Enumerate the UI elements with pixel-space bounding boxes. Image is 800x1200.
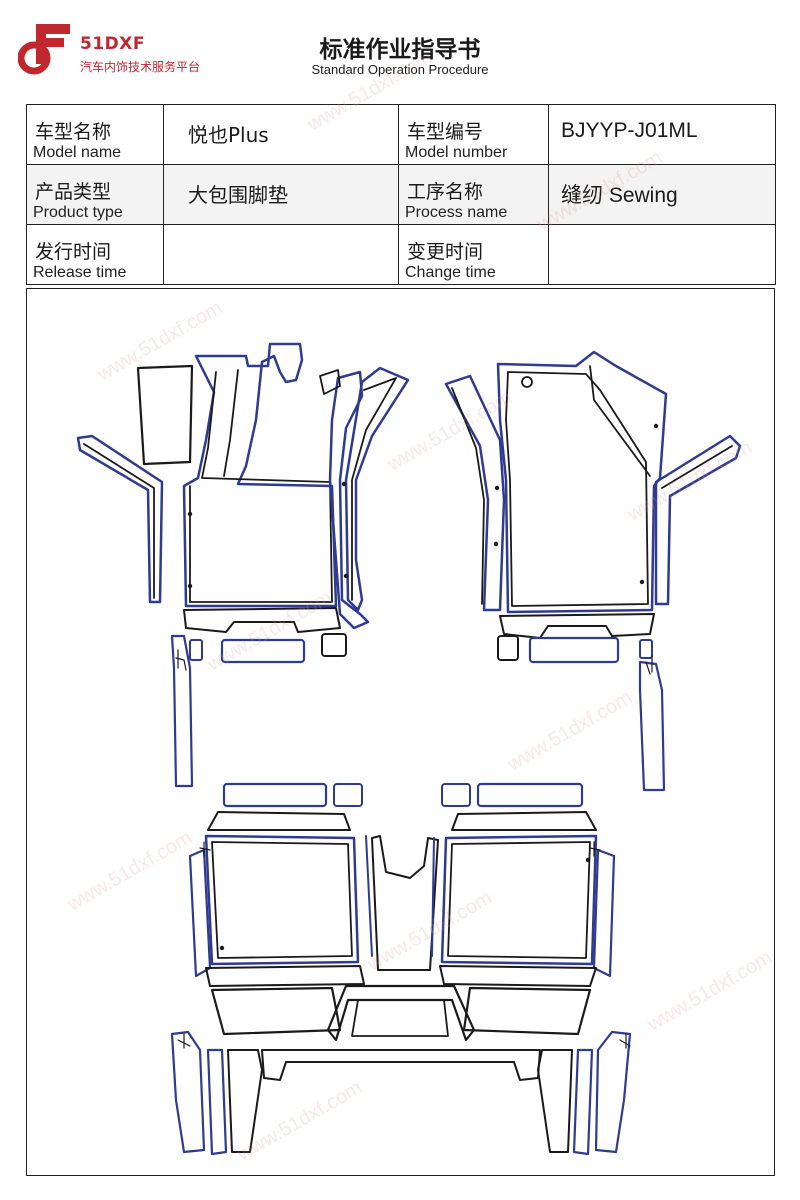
front-right-side-strip bbox=[654, 434, 742, 606]
product-type-value-cell: 大包围脚垫 bbox=[163, 164, 399, 225]
brand-name: 51DXF bbox=[80, 34, 145, 54]
front-right-pad-a bbox=[497, 635, 519, 661]
rear-right-top-pad-small bbox=[441, 783, 471, 807]
release-time-value-cell bbox=[163, 224, 399, 285]
rear-right-side-strip bbox=[592, 848, 616, 978]
rear-center-arch bbox=[326, 984, 476, 1042]
model-name-value-cell: 悦也Plus bbox=[163, 104, 399, 165]
product-type-label-en: Product type bbox=[33, 204, 123, 221]
rear-right-corner-panel bbox=[594, 1030, 632, 1154]
product-type-label-cell: 产品类型 Product type bbox=[26, 164, 164, 225]
front-left-main-mat bbox=[182, 342, 338, 608]
front-left-side-strip bbox=[76, 434, 164, 604]
pattern-drawing-frame bbox=[26, 288, 775, 1176]
rear-left-sill-strip bbox=[227, 1049, 263, 1153]
brand-logo bbox=[18, 24, 70, 75]
front-left-side-panel bbox=[328, 370, 370, 630]
document-subtitle: Standard Operation Procedure bbox=[311, 62, 489, 77]
rear-left-top-strip bbox=[207, 811, 351, 831]
model-number-value: BJYYP-J01ML bbox=[561, 119, 698, 142]
rear-left-top-pad bbox=[222, 782, 328, 808]
front-right-pad-c bbox=[639, 639, 653, 659]
process-name-value: 缝纫 Sewing bbox=[561, 184, 678, 207]
change-time-label-cell: 变更时间 Change time bbox=[398, 224, 549, 285]
front-right-heel-pad bbox=[499, 613, 655, 639]
model-name-label: 车型名称 bbox=[35, 121, 112, 143]
rear-left-main-mat bbox=[204, 834, 360, 966]
change-time-label: 变更时间 bbox=[407, 241, 484, 263]
release-time-label: 发行时间 bbox=[35, 241, 112, 263]
product-type-value: 大包围脚垫 bbox=[188, 183, 288, 207]
document-header: 51DXF 汽车内饰技术服务平台 标准作业指导书 Standard Operat… bbox=[0, 0, 800, 100]
front-left-pad-a bbox=[189, 639, 203, 661]
process-name-label-cell: 工序名称 Process name bbox=[398, 164, 549, 225]
front-right-sill-strip bbox=[638, 660, 666, 792]
model-number-value-cell: BJYYP-J01ML bbox=[548, 104, 776, 165]
info-table: 车型名称 Model name 悦也Plus 车型编号 Model number… bbox=[26, 104, 776, 285]
process-name-label-en: Process name bbox=[405, 204, 508, 221]
front-left-heel-pad bbox=[183, 607, 341, 633]
rear-left-heel-strip bbox=[205, 965, 365, 987]
change-time-value-cell bbox=[548, 224, 776, 285]
rear-right-heel-strip bbox=[439, 965, 597, 987]
front-left-pad-b bbox=[220, 638, 306, 664]
document-title: 标准作业指导书 bbox=[319, 37, 481, 63]
rear-left-lower-mat bbox=[210, 986, 342, 1036]
release-time-label-cell: 发行时间 Release time bbox=[26, 224, 164, 285]
front-left-pillar-strip bbox=[344, 366, 410, 612]
front-right-main-mat bbox=[496, 350, 668, 614]
rear-mat-group bbox=[170, 782, 632, 1156]
front-left-sill-strip bbox=[170, 634, 194, 788]
front-right-pad-b bbox=[528, 636, 620, 664]
model-name-value: 悦也Plus bbox=[188, 123, 269, 147]
rear-left-corner-panel bbox=[170, 1030, 206, 1154]
process-name-label: 工序名称 bbox=[407, 181, 484, 203]
change-time-label-en: Change time bbox=[405, 264, 496, 281]
model-number-label-en: Model number bbox=[405, 144, 508, 161]
rear-left-top-pad-small bbox=[333, 783, 363, 807]
rear-right-lower-mat bbox=[462, 986, 592, 1036]
rear-right-sill-strip bbox=[537, 1049, 573, 1153]
front-left-mat-group bbox=[76, 342, 410, 788]
info-row-time: 发行时间 Release time 变更时间 Change time bbox=[26, 224, 776, 285]
model-number-label: 车型编号 bbox=[407, 121, 484, 143]
rear-right-top-pad bbox=[476, 782, 584, 808]
rear-right-main-mat bbox=[440, 834, 598, 966]
product-type-label: 产品类型 bbox=[35, 181, 112, 203]
model-name-label-en: Model name bbox=[33, 144, 122, 161]
rear-right-top-strip bbox=[451, 811, 597, 831]
release-time-label-en: Release time bbox=[33, 264, 127, 281]
rear-left-corner-strip bbox=[206, 1048, 228, 1156]
rear-right-corner-strip bbox=[572, 1048, 594, 1156]
front-left-pad-c bbox=[321, 633, 347, 657]
brand-tagline: 汽车内饰技术服务平台 bbox=[80, 60, 201, 74]
rear-center-tunnel bbox=[371, 835, 439, 971]
front-right-pillar-strip bbox=[444, 374, 506, 612]
rear-bottom-rail bbox=[261, 1049, 541, 1081]
front-left-upper-panel bbox=[136, 364, 194, 466]
front-right-mat-group bbox=[444, 350, 742, 792]
